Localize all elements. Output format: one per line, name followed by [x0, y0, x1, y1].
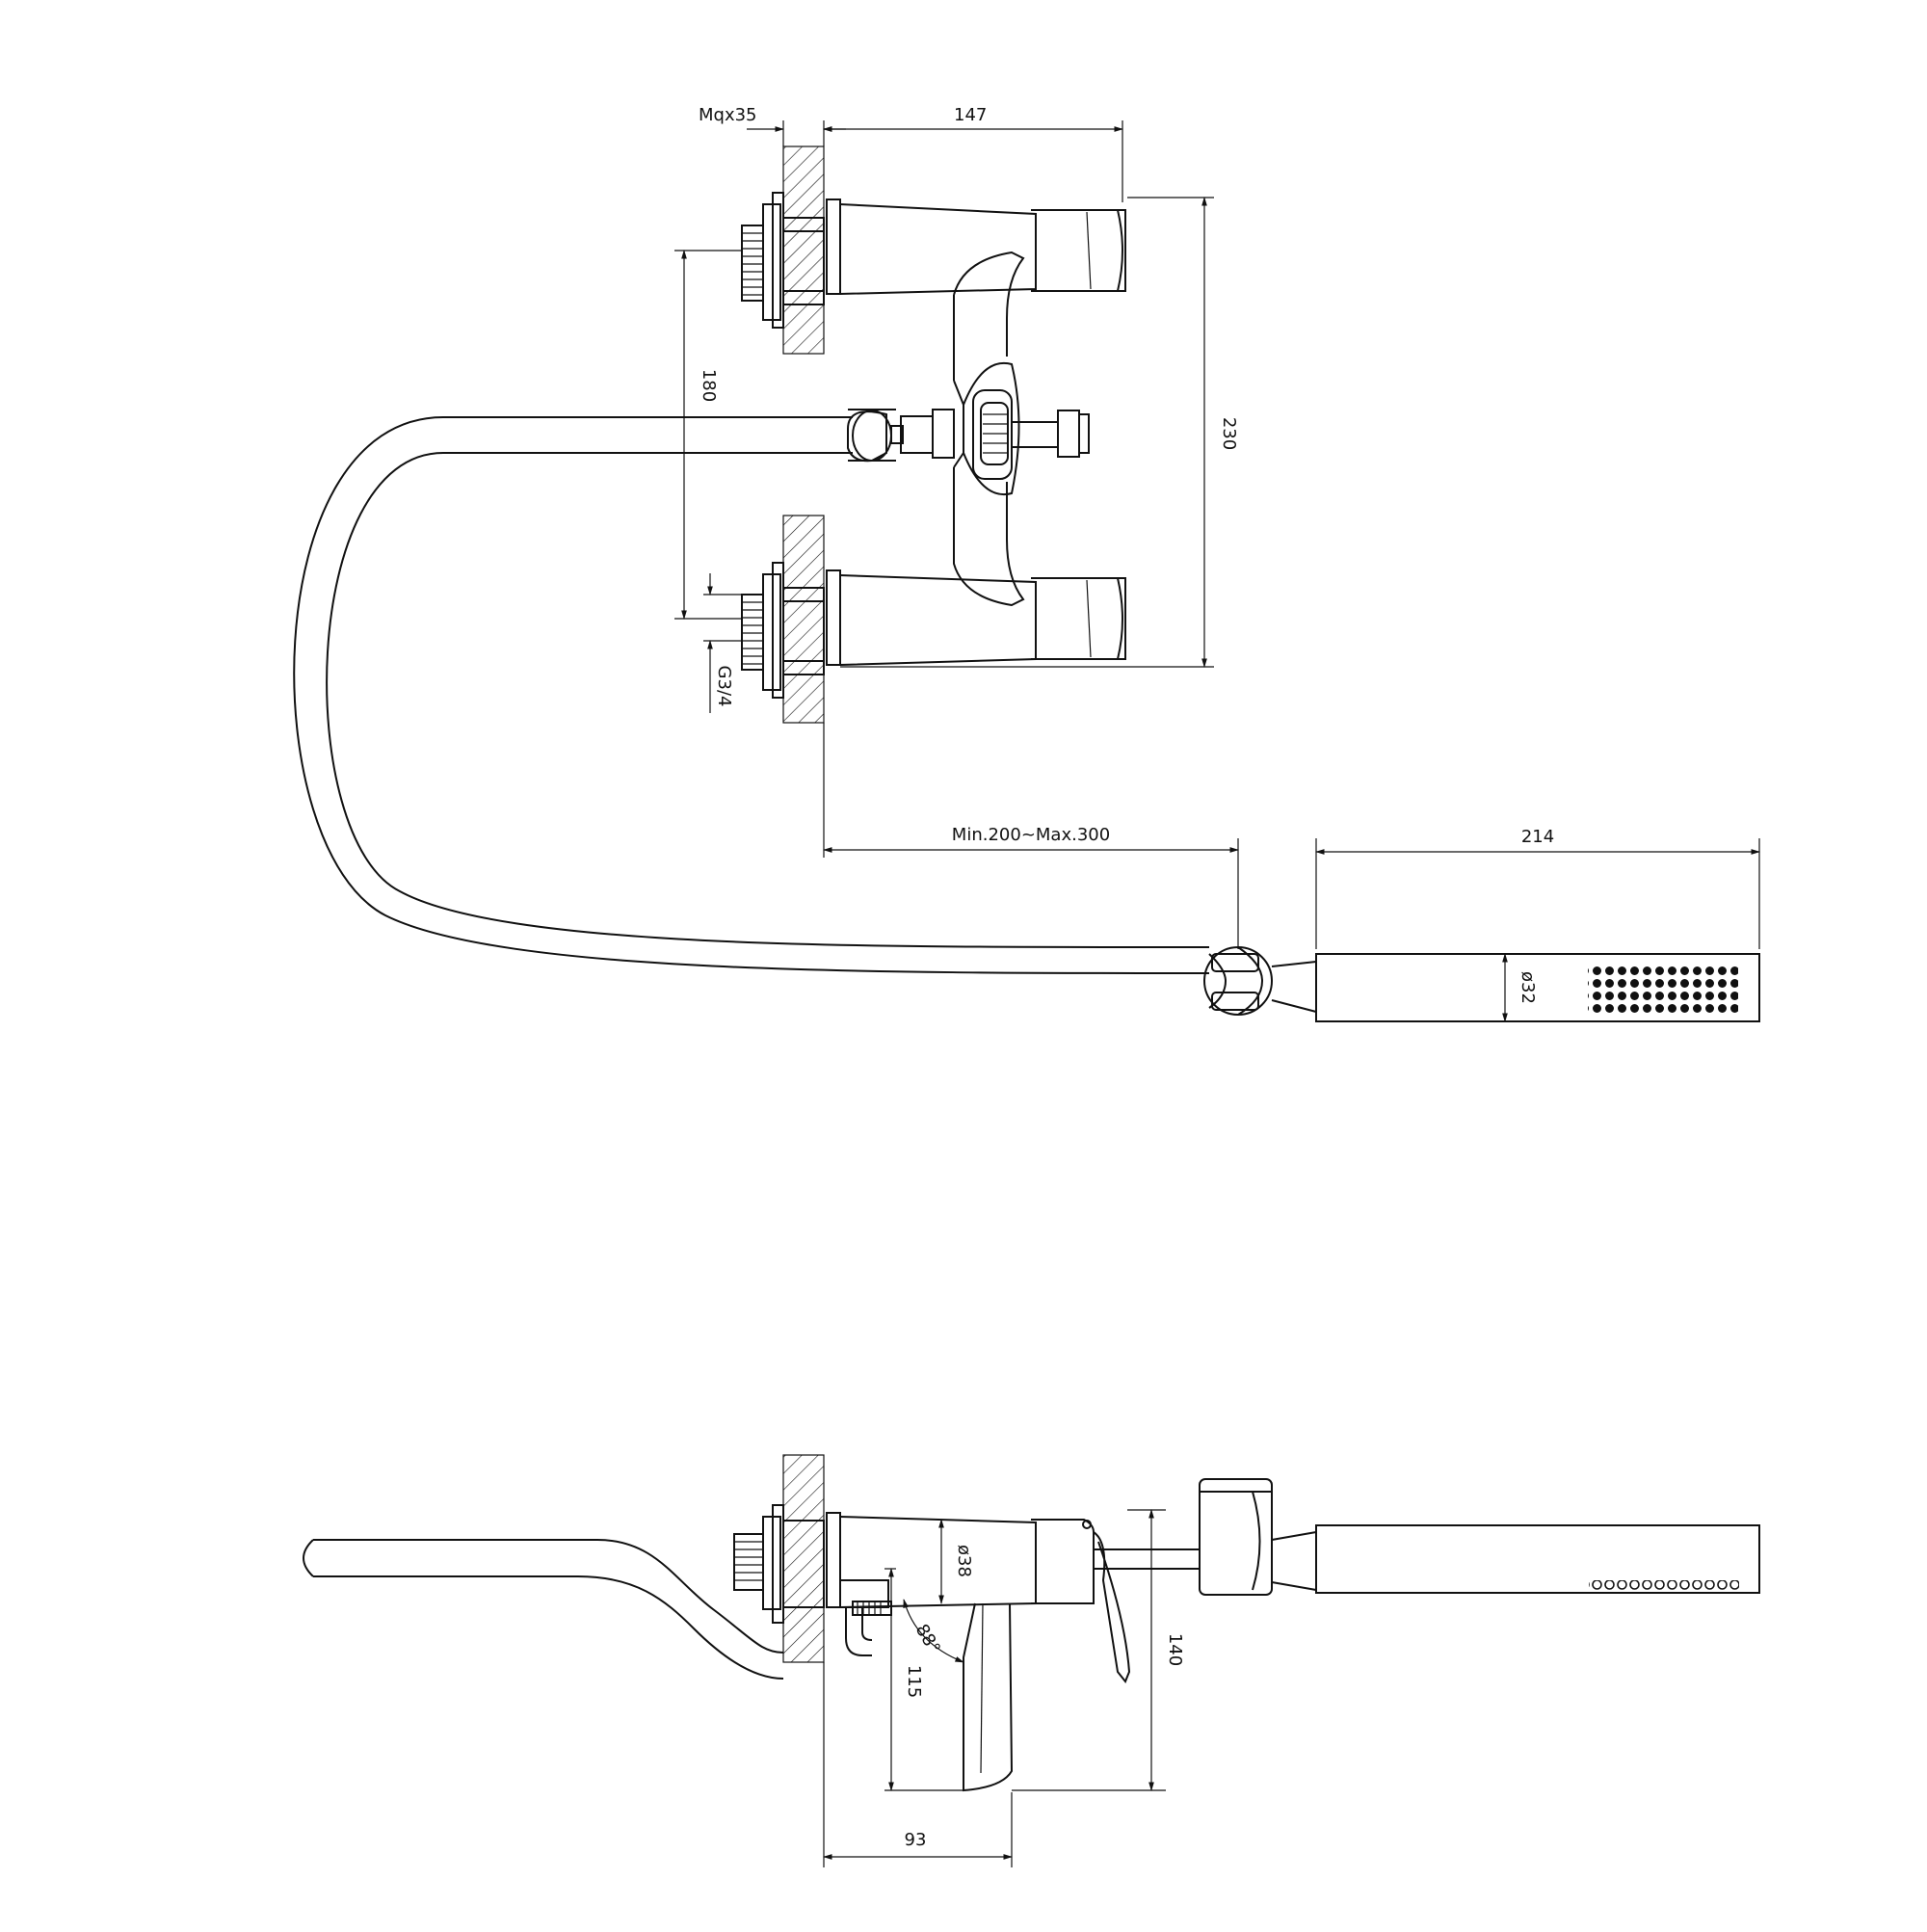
- hose-to-holder-side: [1094, 1548, 1200, 1570]
- spray-nozzles-grid: [1588, 965, 1738, 1015]
- wall-side: [782, 1454, 825, 1663]
- lower-inlet-connector: [741, 562, 825, 699]
- dim-hose-length-label: Min.200~Max.300: [952, 825, 1110, 845]
- side-view: ø38 140 115 88° 93: [303, 1454, 1760, 1867]
- dim-depth-label: 147: [954, 105, 987, 125]
- wall-holder: [1203, 946, 1317, 1016]
- hose-connector-top: [847, 409, 955, 463]
- hose-side: [303, 1539, 784, 1680]
- hose: [293, 416, 1210, 974]
- dim-total-height-label: 140: [1165, 1633, 1185, 1666]
- dim-body-diameter-label: ø38: [954, 1545, 974, 1577]
- mixer-body: [953, 251, 1025, 607]
- lower-arm: [826, 569, 1126, 666]
- hand-shower-side: [1315, 1524, 1760, 1594]
- dim-inlet-spacing-label: 180: [699, 369, 719, 402]
- diverter-knob: [1011, 410, 1090, 458]
- dim-height-label: 230: [1219, 417, 1239, 450]
- wall-holder-side: [1199, 1478, 1317, 1596]
- upper-inlet-connector: [741, 192, 825, 329]
- dim-spout-drop-label: 115: [904, 1665, 924, 1698]
- top-view: Mqx35 147 230 180 G3/4 Mi: [293, 105, 1760, 1022]
- dim-mount-label: Mqx35: [699, 105, 757, 125]
- upper-arm: [826, 198, 1126, 295]
- dim-spout-projection-label: 93: [905, 1830, 927, 1850]
- spray-nozzles-row: [1589, 1580, 1739, 1593]
- hand-shower-top: [1315, 953, 1760, 1022]
- dimensions-side: ø38 140 115 88° 93: [823, 1509, 1185, 1867]
- dim-handshower-diameter-label: ø32: [1518, 971, 1538, 1004]
- wall-upper: [782, 146, 825, 355]
- dimensions-top: Mqx35 147 230 180 G3/4 Mi: [674, 105, 1760, 1022]
- dim-thread-label: G3/4: [714, 666, 734, 707]
- side-inlet-connector: [733, 1504, 825, 1624]
- dim-handshower-length-label: 214: [1521, 827, 1554, 847]
- mixer-body-side: [826, 1512, 1131, 1792]
- wall-lower: [782, 515, 825, 724]
